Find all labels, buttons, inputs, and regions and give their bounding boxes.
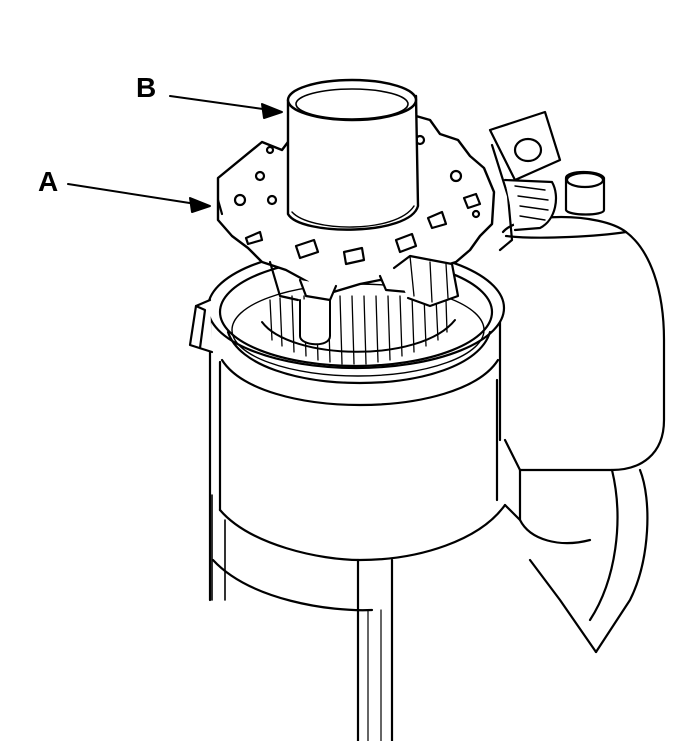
callout-label-b: B (136, 72, 157, 103)
motor-housing (190, 248, 520, 741)
leader-arrow-b (170, 96, 282, 118)
solenoid (503, 172, 664, 652)
leader-arrow-a (68, 184, 210, 212)
terminal-bracket (490, 112, 560, 250)
armature-commutator (262, 296, 455, 364)
callout-label-a: A (38, 166, 59, 197)
armature-sleeve (288, 80, 418, 230)
